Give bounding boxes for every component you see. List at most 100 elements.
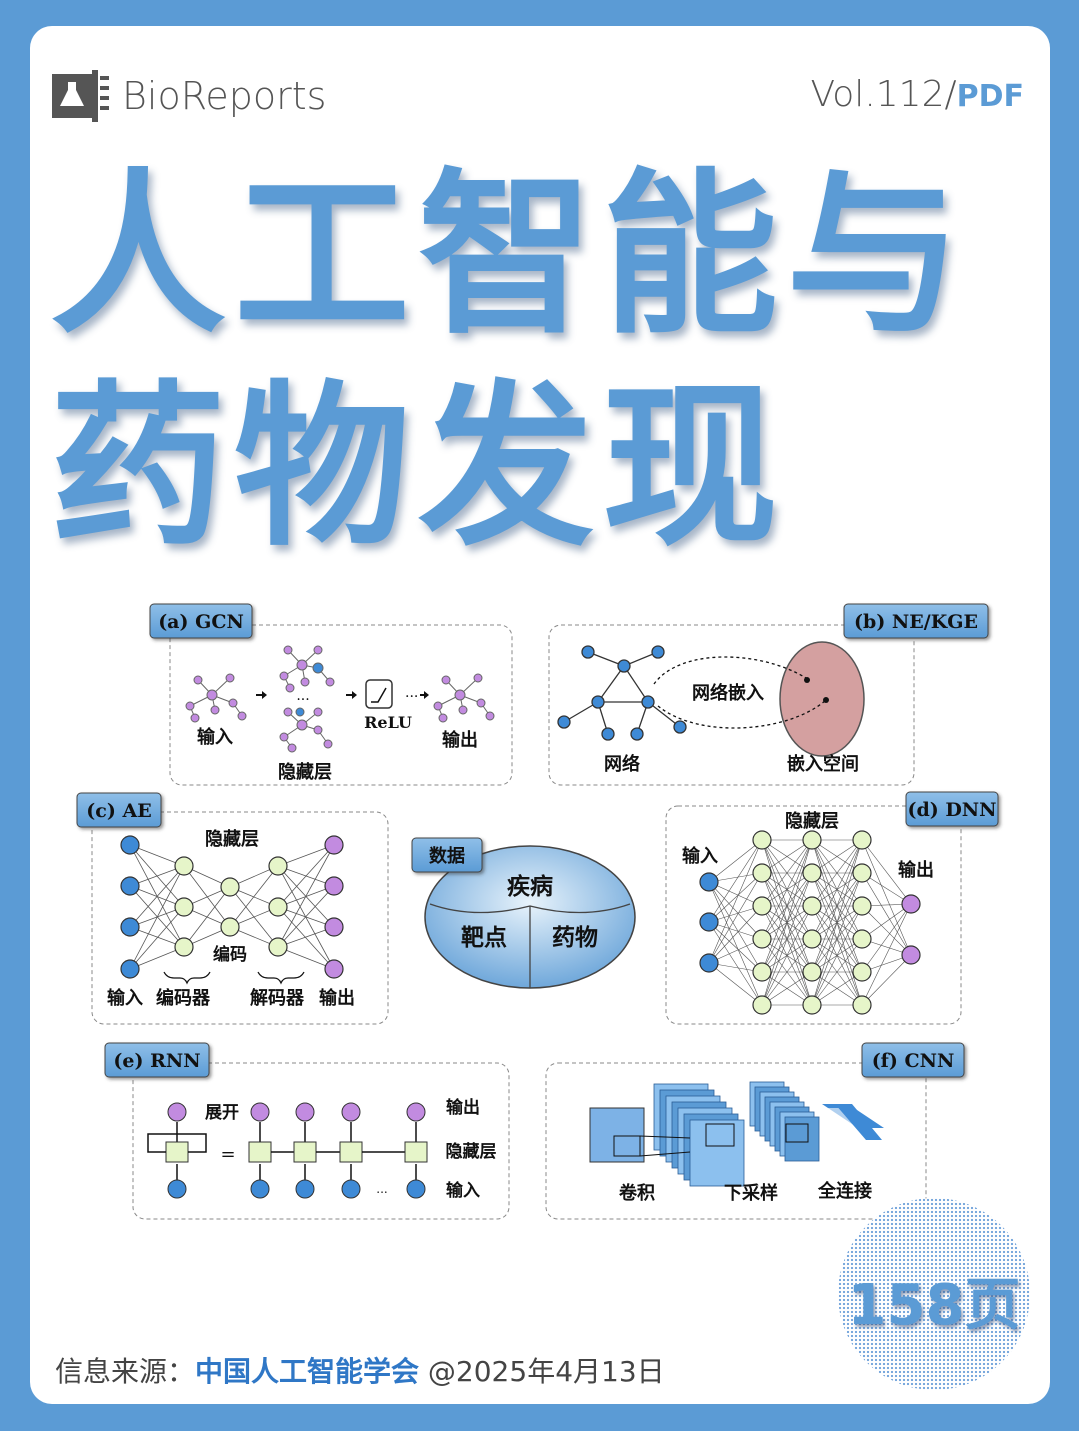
rnn-input-label: 输入 bbox=[446, 1180, 480, 1201]
rnn-loop bbox=[147, 1133, 207, 1153]
dnn-edge bbox=[708, 881, 763, 907]
ne-tag-text: (b) NE/KGE bbox=[854, 611, 978, 633]
rnn-tag bbox=[104, 1042, 210, 1078]
ae-code-label: 编码 bbox=[213, 944, 247, 965]
dnn-nodes bbox=[699, 830, 921, 1015]
dnn-tag bbox=[905, 791, 999, 827]
source-org: 中国人工智能学会 bbox=[195, 1355, 420, 1388]
dnn-node bbox=[752, 995, 772, 1015]
rnn-diagram bbox=[147, 1102, 428, 1199]
dnn-edge bbox=[708, 921, 763, 1006]
rnn-hidden-label: 隐藏层 bbox=[446, 1141, 497, 1162]
dnn-edge bbox=[708, 881, 763, 940]
dnn-edge bbox=[761, 971, 813, 1006]
dnn-output-label: 输出 bbox=[898, 859, 934, 881]
gcn-output-graph bbox=[433, 673, 495, 723]
dnn-input-label: 输入 bbox=[682, 845, 718, 867]
dnn-edge bbox=[761, 839, 813, 1006]
title-line-2: 药物发现 bbox=[50, 365, 787, 570]
gcn-input-label: 输入 bbox=[197, 726, 233, 748]
dnn-edge bbox=[861, 905, 912, 956]
dnn-edge bbox=[861, 903, 912, 973]
gcn-ellipsis: ... bbox=[296, 688, 309, 704]
rnn-input-node bbox=[167, 1179, 187, 1199]
dnn-edge bbox=[708, 839, 763, 883]
dnn-edge bbox=[861, 839, 912, 905]
rnn-input-node bbox=[250, 1179, 270, 1199]
dnn-edge bbox=[811, 971, 863, 1006]
ae-output-label: 输出 bbox=[319, 987, 355, 1009]
embedding-space bbox=[779, 641, 865, 757]
rnn-input-node bbox=[406, 1179, 426, 1199]
dnn-node bbox=[852, 929, 872, 949]
ne-network-label: 网络 bbox=[604, 753, 640, 775]
dnn-edge bbox=[761, 872, 813, 1006]
disease-label: 疾病 bbox=[507, 873, 553, 900]
dnn-edge bbox=[708, 921, 763, 973]
dnn-edge bbox=[708, 938, 763, 964]
book-flask-icon bbox=[52, 70, 109, 122]
drug-label: 药物 bbox=[552, 924, 598, 951]
dnn-node bbox=[852, 995, 872, 1015]
volume-number: Vol.112/ bbox=[810, 74, 957, 115]
rnn-unfold-label: 展开 bbox=[205, 1103, 239, 1123]
dnn-edge bbox=[708, 962, 763, 1006]
rnn-hidden-cell bbox=[248, 1141, 272, 1163]
page-count-badge: 158页 bbox=[838, 1198, 1030, 1390]
dnn-edge bbox=[811, 839, 863, 907]
ne-network-graph bbox=[557, 645, 687, 741]
dnn-node bbox=[852, 830, 872, 850]
gcn-hidden-graph-bottom bbox=[279, 707, 333, 753]
page-count-text: 158页 bbox=[847, 1273, 1021, 1338]
rnn-eq: = bbox=[220, 1144, 235, 1165]
gcn-input-graph bbox=[185, 673, 247, 723]
dnn-edge bbox=[761, 839, 813, 940]
gcn-output-label: 输出 bbox=[442, 729, 478, 751]
dnn-node bbox=[699, 872, 719, 892]
cnn-pool-stack bbox=[749, 1081, 820, 1162]
cnn-tag bbox=[861, 1042, 965, 1078]
dnn-edge bbox=[811, 938, 863, 1006]
rnn-hidden-cell bbox=[339, 1141, 363, 1163]
ae-decoder-label: 解码器 bbox=[250, 987, 305, 1009]
ne-space-label: 嵌入空间 bbox=[787, 753, 859, 775]
ae-encoder-label: 编码器 bbox=[156, 987, 211, 1009]
dnn-tag-text: (d) DNN bbox=[907, 799, 996, 821]
dnn-node bbox=[802, 830, 822, 850]
dnn-edge bbox=[861, 903, 912, 940]
dnn-node bbox=[852, 863, 872, 883]
dnn-edge bbox=[761, 839, 813, 874]
dnn-edge bbox=[708, 881, 763, 1006]
cnn-conv-label: 卷积 bbox=[618, 1182, 655, 1204]
dnn-node bbox=[852, 896, 872, 916]
gcn-hidden-graph-top bbox=[279, 645, 335, 693]
rnn-dots: ... bbox=[376, 1182, 387, 1196]
rnn-output-node bbox=[295, 1102, 315, 1122]
rnn-output-node bbox=[406, 1102, 426, 1122]
ae-tag-text: (c) AE bbox=[86, 800, 151, 822]
relu-box bbox=[365, 679, 393, 709]
dnn-node bbox=[802, 929, 822, 949]
dnn-node bbox=[752, 830, 772, 850]
rnn-hidden-cell bbox=[165, 1141, 189, 1163]
ae-input-label: 输入 bbox=[107, 987, 143, 1009]
panel-ae: (c) AE 隐藏层 编码 输入 编码器 解码器 输出 bbox=[76, 792, 389, 1025]
dnn-node bbox=[802, 896, 822, 916]
panel-ne-kge: (b) NE/KGE 网络嵌入 网络 嵌入空间 bbox=[548, 603, 989, 786]
dnn-edge bbox=[708, 872, 763, 923]
rnn-output-node bbox=[250, 1102, 270, 1122]
dnn-node bbox=[752, 863, 772, 883]
brand-name: BioReports bbox=[122, 74, 327, 118]
rnn-hidden-cell bbox=[404, 1141, 428, 1163]
dnn-edge bbox=[861, 839, 912, 956]
dnn-edges bbox=[708, 839, 912, 1006]
dnn-node bbox=[752, 896, 772, 916]
dnn-edge bbox=[861, 872, 912, 956]
dnn-edge bbox=[708, 839, 763, 923]
dnn-edge bbox=[761, 905, 813, 1006]
dnn-edge bbox=[811, 872, 863, 1006]
dnn-edge bbox=[811, 839, 863, 1006]
dnn-edge bbox=[761, 839, 813, 973]
gcn-ellipsis-2: ... bbox=[405, 685, 418, 701]
data-hub: 数据 疾病 靶点 药物 bbox=[411, 837, 636, 989]
